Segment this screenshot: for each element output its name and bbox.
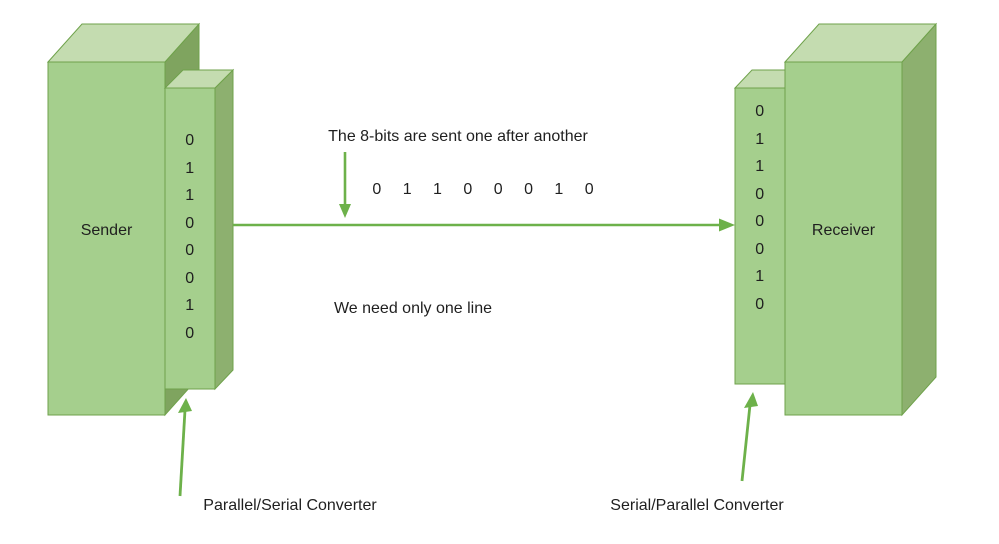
sender-label: Sender [80, 222, 133, 239]
stream-bits-row: 0 1 1 0 0 0 1 0 [372, 181, 594, 198]
receiver-converter-arrowhead-icon [744, 392, 758, 408]
receiver-bits-column: 0 1 1 0 0 0 1 0 [755, 103, 765, 313]
receiver-converter-pointer-arrow [740, 392, 758, 482]
sender-converter-arrowhead-icon [178, 398, 192, 413]
sender-converter-arrow-shaft [178, 409, 187, 497]
receiver-box [783, 22, 938, 417]
caption-arrowhead-icon [339, 204, 351, 218]
receiver-box-front-face [784, 61, 903, 416]
serial-caption: The 8-bits are sent one after another [328, 128, 588, 145]
sender-box-front-face [47, 61, 166, 416]
sender-converter-front-face [164, 87, 216, 390]
sender-converter-pointer-arrow [178, 398, 192, 497]
parallel-serial-converter-label: Parallel/Serial Converter [203, 497, 377, 514]
receiver-label: Receiver [811, 222, 876, 239]
sender-bits-column: 0 1 1 0 0 0 1 0 [185, 132, 195, 342]
receiver-box-side-face [901, 22, 937, 417]
receiver-converter-arrow-shaft [740, 404, 752, 482]
caption-down-arrow [339, 152, 351, 218]
sender-converter-side-face [214, 68, 234, 391]
serial-parallel-converter-label: Serial/Parallel Converter [610, 497, 784, 514]
receiver-converter-front-face [734, 87, 786, 385]
transmission-line-arrowhead-icon [719, 218, 735, 232]
sender-converter-box [163, 68, 235, 391]
one-line-caption: We need only one line [333, 300, 493, 317]
transmission-line-arrow [233, 218, 735, 232]
